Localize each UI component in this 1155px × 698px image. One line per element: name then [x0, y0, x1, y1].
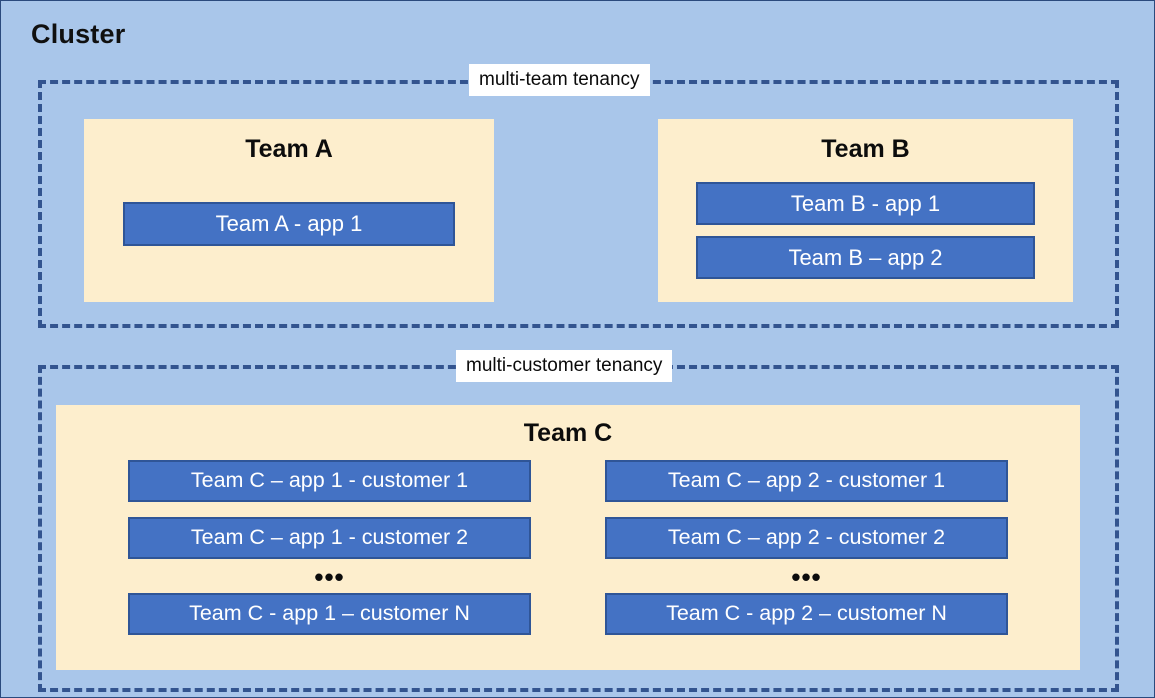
app-box-team-c-app-2-customer-2[interactable]: Team C – app 2 - customer 2 [605, 517, 1008, 559]
app-box-team-a-app-1[interactable]: Team A - app 1 [123, 202, 455, 246]
ellipsis-team-c-app-1: ••• [314, 562, 345, 592]
app-box-team-c-app-2-customer-1[interactable]: Team C – app 2 - customer 1 [605, 460, 1008, 502]
app-box-team-c-app-1-customer-1[interactable]: Team C – app 1 - customer 1 [128, 460, 531, 502]
app-box-team-b-app-1[interactable]: Team B - app 1 [696, 182, 1035, 225]
app-column-team-c-app-2: Team C – app 2 - customer 1 Team C – app… [605, 460, 1008, 635]
tenancy-label-multi-team: multi-team tenancy [469, 64, 650, 96]
app-column-team-c-app-1: Team C – app 1 - customer 1 Team C – app… [128, 460, 531, 635]
app-box-team-c-app-2-customer-n[interactable]: Team C - app 2 – customer N [605, 593, 1008, 635]
app-list-team-a: Team A - app 1 [123, 202, 455, 246]
app-box-team-c-app-1-customer-n[interactable]: Team C - app 1 – customer N [128, 593, 531, 635]
team-card-team-c: Team C Team C – app 1 - customer 1 Team … [56, 405, 1080, 670]
team-card-team-a: Team A Team A - app 1 [84, 119, 494, 302]
app-box-team-c-app-1-customer-2[interactable]: Team C – app 1 - customer 2 [128, 517, 531, 559]
team-title-team-c: Team C [523, 419, 613, 447]
ellipsis-team-c-app-2: ••• [791, 562, 822, 592]
app-box-team-b-app-2[interactable]: Team B – app 2 [696, 236, 1035, 279]
team-title-team-a: Team A [245, 135, 333, 163]
tenancy-label-multi-customer: multi-customer tenancy [456, 350, 673, 382]
app-columns-team-c: Team C – app 1 - customer 1 Team C – app… [56, 460, 1080, 635]
team-title-team-b: Team B [821, 135, 910, 163]
app-list-team-b: Team B - app 1 Team B – app 2 [696, 182, 1035, 279]
team-card-team-b: Team B Team B - app 1 Team B – app 2 [658, 119, 1073, 302]
page-title: Cluster [31, 19, 126, 49]
